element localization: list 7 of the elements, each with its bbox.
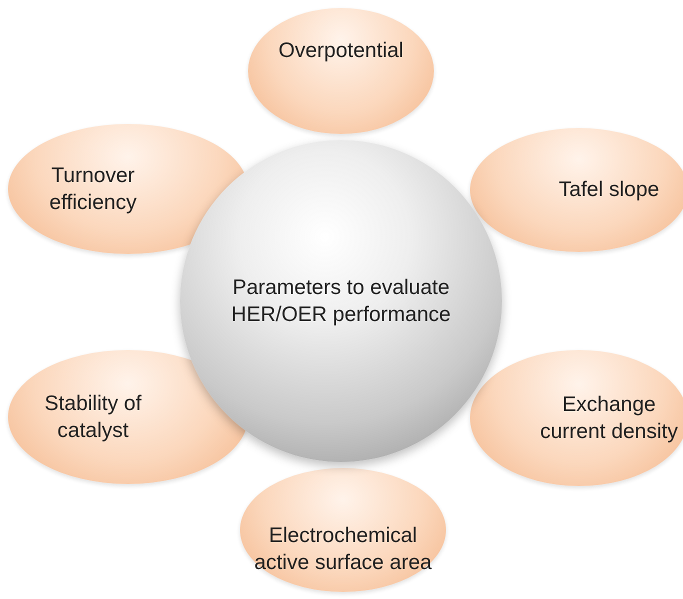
parameter-label: Turnover efficiency <box>48 162 138 216</box>
center-title: Parameters to evaluate HER/OER performance <box>230 274 452 328</box>
parameter-label: Tafel slope <box>558 177 660 204</box>
parameter-label: Overpotential <box>278 38 404 64</box>
parameter-label: Electrochemical active surface area <box>253 522 433 576</box>
parameter-label: Exchange current density <box>539 392 679 445</box>
parameter-label: Stability of catalyst <box>44 390 142 444</box>
